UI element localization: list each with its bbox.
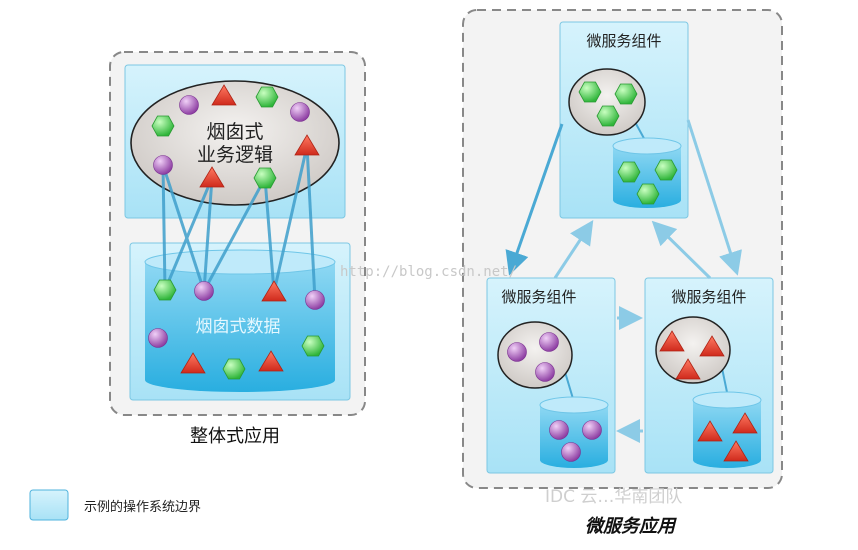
legend-label: 示例的操作系统边界 <box>84 499 201 515</box>
legend-swatch <box>29 489 69 521</box>
service-arrows <box>505 119 742 443</box>
component-red: 微服务组件 <box>644 277 774 474</box>
wechat-watermark: IDC 云…华南团队 <box>545 487 682 507</box>
component-green: 微服务组件 <box>559 21 689 219</box>
logic-label-line1: 烟囱式 <box>206 121 263 143</box>
microservice-caption: 微服务应用 <box>585 516 677 537</box>
component-title: 微服务组件 <box>586 32 661 50</box>
monolith-caption: 整体式应用 <box>190 426 280 447</box>
monolith-application: 烟囱式 业务逻辑 烟囱式数据 <box>109 51 366 447</box>
component-title: 微服务组件 <box>671 288 746 306</box>
data-label: 烟囱式数据 <box>196 317 281 337</box>
logic-label-line2: 业务逻辑 <box>197 144 273 166</box>
component-purple: 微服务组件 <box>486 277 616 474</box>
url-watermark: http://blog.csdn.net/ <box>340 264 517 280</box>
legend: 示例的操作系统边界 <box>29 489 201 521</box>
microservice-application: 微服务组件 微服务组件 微服务组件 <box>462 9 783 489</box>
component-title: 微服务组件 <box>501 288 576 306</box>
coupling-lines <box>161 145 317 301</box>
